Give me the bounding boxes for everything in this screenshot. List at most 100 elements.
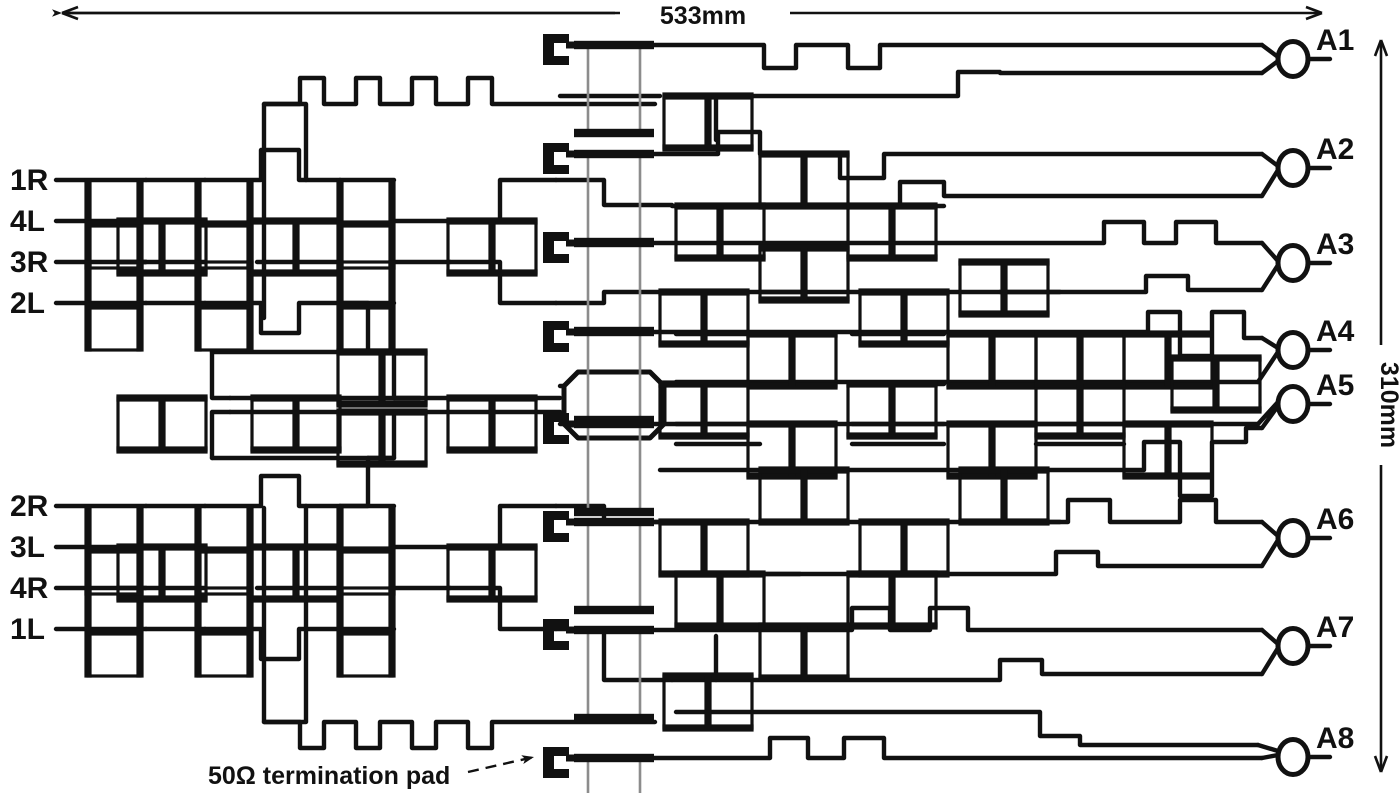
termination-pad-1 [543,34,569,65]
coupler-center-rail-c [444,392,540,456]
combiner-a7 [1259,626,1333,677]
input-port-label-1r: 1R [10,164,49,197]
term-coupler-3 [572,237,656,337]
termination-annotation-label: 50Ω termination pad [208,762,450,790]
coupler-r-a2c [844,200,940,264]
trace-a7-bottom [669,657,1265,683]
trace-mid-rail-c [673,331,763,447]
input-port-labels: 1R 4L 3R 2L 2R 3L 4R 1L [10,164,49,646]
coupler-r-a3c [856,286,952,350]
trace-3l-up [447,503,559,550]
trace-center-hook-bot [209,409,233,461]
trace-1r-mid [392,150,556,180]
output-port-label-a3: A3 [1316,228,1354,261]
crossover-octagon-leads [557,383,567,427]
output-port-label-a7: A7 [1316,611,1354,644]
coupler-center-rail-b [248,392,344,456]
trace-a6-top [609,497,1265,525]
coupler-r-a45a [656,378,752,442]
coupler-4r-1l-c [334,584,398,680]
coupler-2r-3l-c [334,502,398,598]
coupler-r-a1 [660,90,756,154]
trace-4l-up [447,177,559,224]
output-port-label-a4: A4 [1316,315,1355,348]
trace-a1-bottom [660,60,1262,96]
trace-a1-lower [673,69,1265,99]
termination-pads [543,34,640,778]
trace-stub-2r [202,473,343,509]
coupler-r-a3b [656,286,752,350]
termination-pad-4 [543,321,569,352]
trace-center-hook-top [209,349,233,401]
trace-stub-1r [202,147,343,183]
termination-pad-2 [543,143,569,174]
output-port-label-a5: A5 [1316,369,1354,402]
output-port-label-a8: A8 [1316,722,1354,755]
input-port-label-3r: 3R [10,246,49,279]
coupler-r-a7a [672,568,768,632]
coupler-3l-4r-c [444,541,540,605]
crossover-octagon [561,369,667,441]
trace-hook-3l [556,506,672,574]
trace-a1-top [609,42,1265,71]
termination-annotation: 50Ω termination pad [208,755,535,790]
trace-hook-4r [553,626,675,683]
coupler-r-a45b [844,378,940,442]
trace-down-2l [337,300,371,355]
height-dimension: 310mm [1373,39,1400,773]
trace-a3-bottom [669,273,1265,295]
term-coupler-7 [572,624,656,724]
input-port-label-2l: 2L [10,287,45,320]
input-port-label-4l: 4L [10,205,45,238]
combiner-a8 [1255,737,1333,777]
term-coupler-4 [572,326,656,426]
trace-top-meander-bus [261,75,658,107]
coupler-1r-4l-c [334,176,398,272]
output-combiners [1255,39,1333,777]
term-coupler-5 [572,418,656,518]
trace-a5-bottom [657,425,1265,499]
output-port-labels: A1 A2 A3 A4 A5 A6 A7 A8 [1316,24,1355,755]
trace-riser-bottom-left [261,503,309,725]
coupler-r-a3a [756,242,852,306]
input-port-label-2r: 2R [10,490,49,523]
termination-pad-8 [543,747,569,778]
termination-annotation-arrow [467,755,535,774]
coupler-r-a3d [956,256,1052,320]
combiner-a4 [1255,330,1333,385]
trace-a7-top [609,605,1265,633]
trace-4r-down [447,585,559,632]
output-port-label-a6: A6 [1316,503,1354,536]
output-port-label-a2: A2 [1316,133,1354,166]
coupler-r-a2b [672,200,768,264]
coupler-r-a6c [656,516,752,580]
trace-a6-bottom [669,549,1265,577]
combiner-a2 [1259,148,1333,199]
combiner-a3 [1259,240,1333,293]
coupler-4l-3r-c [444,215,540,279]
termination-pad-3 [543,232,569,263]
coupler-2r-3l-b [192,502,256,598]
trace-hook-1r [553,177,675,208]
trace-a8-top [609,735,1265,761]
combiner-a1 [1259,39,1333,79]
combiner-a5 [1255,384,1333,431]
input-port-label-1l: 1L [10,613,45,646]
term-coupler-2 [572,148,656,248]
termination-pad-6 [543,511,569,542]
coupler-r-a7b [844,568,940,632]
trace-3r-down [447,259,559,306]
width-label: 533mm [660,2,746,30]
trace-riser-top-left [261,101,309,321]
coupler-center-rail-a [114,392,210,456]
height-label: 310mm [1375,362,1400,448]
termination-pad-leads [566,41,640,762]
trace-bottom-meander-bus [261,719,658,751]
trace-a8-lower [673,709,1261,748]
coupler-r-a2a [756,148,852,212]
output-port-label-a1: A1 [1316,24,1354,57]
input-port-label-3l: 3L [10,531,45,564]
combiner-a6 [1259,518,1333,569]
